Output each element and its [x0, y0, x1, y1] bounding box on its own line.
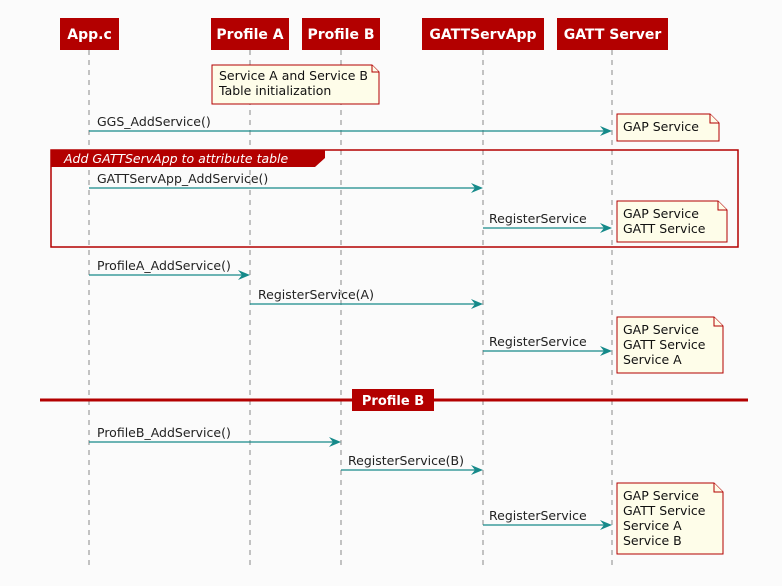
message-register-service-a: RegisterService(A) [250, 287, 483, 309]
participant-profile-a: Profile A [211, 18, 289, 50]
message-register-service-1-label: RegisterService [489, 211, 587, 226]
message-gattservapp-add-service-label: GATTServApp_AddService() [97, 171, 268, 186]
message-ggs-add-service: GGS_AddService() [89, 114, 612, 136]
message-gattservapp-add-service: GATTServApp_AddService() [89, 171, 483, 193]
divider-profile-b: Profile B [40, 389, 748, 411]
message-register-service-1: RegisterService [483, 211, 612, 233]
note-gap-gatt-a-line-2: GATT Service [623, 337, 706, 352]
message-register-service-a-label: RegisterService(A) [258, 287, 374, 302]
message-register-service-b: RegisterService(B) [341, 453, 483, 475]
note-gap-gatt-a-b: GAP Service GATT Service Service A Servi… [616, 482, 724, 555]
participant-profile-b: Profile B [302, 18, 380, 50]
note-table-init-line-2: Table initialization [218, 83, 331, 98]
message-profilea-add-service-label: ProfileA_AddService() [97, 258, 231, 273]
note-gap-gatt-line-2: GATT Service [623, 221, 706, 236]
participant-gatt-server-label: GATT Server [564, 27, 662, 43]
note-gap-gatt-a-line-1: GAP Service [623, 322, 699, 337]
group-add-gattservapp: Add GATTServApp to attribute table [50, 149, 739, 248]
note-table-init-line-1: Service A and Service B [219, 68, 368, 83]
message-register-service-3: RegisterService [483, 508, 612, 530]
note-table-init: Service A and Service B Table initializa… [211, 64, 380, 105]
message-register-service-3-label: RegisterService [489, 508, 587, 523]
message-ggs-add-service-label: GGS_AddService() [97, 114, 211, 129]
note-gap-gatt-a-b-line-3: Service A [623, 518, 682, 533]
participant-gatt-server: GATT Server [557, 18, 668, 50]
note-gap-gatt-a-line-3: Service A [623, 352, 682, 367]
participant-gattservapp: GATTServApp [422, 18, 544, 50]
note-gap-gatt-a-b-line-4: Service B [623, 533, 682, 548]
note-gap-gatt-line-1: GAP Service [623, 206, 699, 221]
message-register-service-b-label: RegisterService(B) [348, 453, 464, 468]
note-gap-gatt-a-b-line-2: GATT Service [623, 503, 706, 518]
note-gap-gatt-a: GAP Service GATT Service Service A [616, 316, 724, 374]
message-profileb-add-service: ProfileB_AddService() [89, 425, 341, 447]
group-add-gattservapp-label: Add GATTServApp to attribute table [63, 151, 289, 166]
participant-profile-a-label: Profile A [216, 27, 283, 43]
message-profileb-add-service-label: ProfileB_AddService() [97, 425, 231, 440]
participant-app-label: App.c [67, 27, 112, 43]
message-register-service-2-label: RegisterService [489, 334, 587, 349]
divider-profile-b-label: Profile B [362, 394, 424, 409]
note-gap-service-line-1: GAP Service [623, 119, 699, 134]
participant-app: App.c [60, 18, 119, 50]
note-gap-service: GAP Service [616, 113, 720, 142]
note-gap-gatt-a-b-line-1: GAP Service [623, 488, 699, 503]
message-profilea-add-service: ProfileA_AddService() [89, 258, 250, 280]
message-register-service-2: RegisterService [483, 334, 612, 356]
note-gap-gatt: GAP Service GATT Service [616, 200, 728, 243]
participant-profile-b-label: Profile B [308, 27, 375, 43]
participant-gattservapp-label: GATTServApp [429, 27, 536, 43]
